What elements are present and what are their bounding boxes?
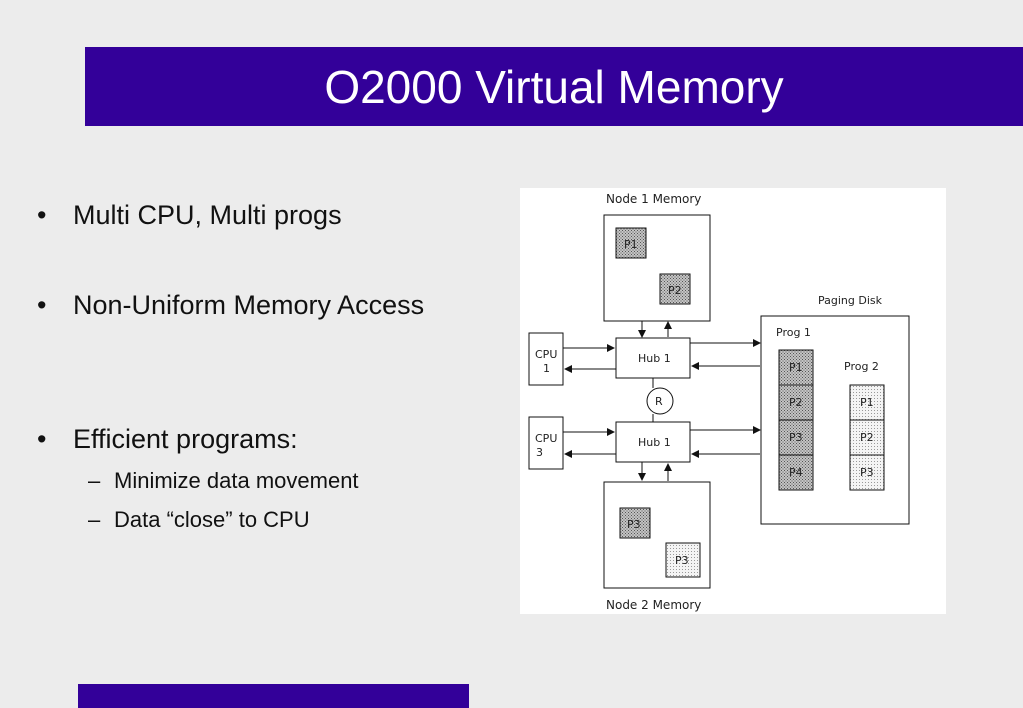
sub-bullet-item: – Data “close” to CPU [88,507,310,533]
prog2-label: Prog 2 [844,360,879,373]
sub-bullet-dash: – [88,507,101,532]
prog1-page [778,349,814,386]
cpu1-label: CPU [535,348,557,361]
prog2-pages: P1 P2 P3 [849,384,885,491]
node1-page [659,273,691,305]
node2-memory-label: Node 2 Memory [606,598,701,612]
cpu3-label: CPU [535,432,557,445]
bullet-dot: • [37,424,47,454]
prog1-label: Prog 1 [776,326,811,339]
bullet-dot: • [37,290,47,320]
hub-bottom-label: Hub 1 [638,436,671,449]
prog2-page [849,419,885,456]
slide-title-bar: O2000 Virtual Memory [85,47,1023,126]
prog1-page-label: P3 [789,431,803,444]
prog2-page-label: P1 [860,396,874,409]
node2-page-label: P3 [675,554,689,567]
cpu1-number: 1 [543,362,550,375]
node2-page [619,507,651,539]
bullet-list: • Multi CPU, Multi progs • Non-Uniform M… [0,0,500,708]
router-label: R [655,395,663,408]
prog1-pages: P1 P2 P3 P4 [778,349,814,491]
hub-bottom-box [615,421,691,463]
prog2-page-label: P2 [860,431,874,444]
bullet-item: • Non-Uniform Memory Access [37,290,424,321]
bullet-text: Efficient programs: [73,424,298,454]
bullet-dot: • [37,200,47,230]
sub-bullet-text: Minimize data movement [114,468,359,493]
sub-bullet-item: – Minimize data movement [88,468,359,494]
prog1-page [778,454,814,491]
node2-page-label: P3 [627,518,641,531]
router-circle [646,387,674,415]
cpu3-number: 3 [536,446,543,459]
paging-disk-label: Paging Disk [818,294,883,307]
bullet-text: Non-Uniform Memory Access [73,290,425,320]
bullet-item: • Multi CPU, Multi progs [37,200,342,231]
cpu3-box [528,416,564,470]
diagram-svg: Node 1 Memory P1 P2 Hub 1 CPU 1 R Hub 1 … [528,192,910,612]
prog1-page-label: P4 [789,466,803,479]
prog1-page-label: P1 [789,361,803,374]
node1-memory-label: Node 1 Memory [606,192,701,206]
bullet-item: • Efficient programs: [37,424,298,455]
sub-bullet-text: Data “close” to CPU [114,507,310,532]
prog1-page-label: P2 [789,396,803,409]
node1-page [615,227,647,259]
node2-page [665,542,701,578]
node1-page-label: P2 [668,284,682,297]
prog2-page-label: P3 [860,466,874,479]
bullet-text: Multi CPU, Multi progs [73,200,342,230]
numa-memory-diagram: Node 1 Memory P1 P2 Hub 1 CPU 1 R Hub 1 … [520,188,946,614]
footer-bar [78,684,469,708]
hub-top-box [615,337,691,379]
prog2-page [849,454,885,491]
slide-title: O2000 Virtual Memory [324,60,784,113]
cpu1-box [528,332,564,386]
node1-page-label: P1 [624,238,638,251]
hub-top-label: Hub 1 [638,352,671,365]
sub-bullet-dash: – [88,468,101,493]
